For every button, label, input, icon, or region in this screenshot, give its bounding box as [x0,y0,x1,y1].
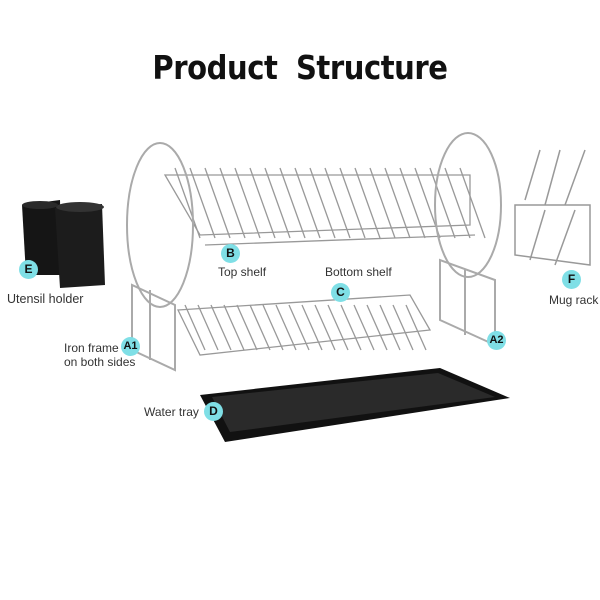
bottom-shelf-image [176,294,432,356]
label-utensil-holder: Utensil holder [7,292,84,306]
badge-e: E [19,260,38,279]
label-water-tray: Water tray [144,405,199,419]
label-mug-rack: Mug rack [549,293,599,307]
badge-c: C [331,283,350,302]
utensil-holder-image [22,200,105,288]
label-bottom-shelf: Bottom shelf [325,265,392,279]
label-top-shelf: Top shelf [218,265,267,279]
badge-a2: A2 [487,331,506,350]
badge-b: B [221,244,240,263]
side-frames-image [126,132,502,372]
badge-f: F [562,270,581,289]
label-iron-frame-line2: on both sides [64,355,136,369]
water-tray-image [200,368,510,442]
top-shelf-image [163,167,486,246]
label-iron-frame-line1: Iron frame [64,341,119,355]
badge-a1: A1 [121,337,140,356]
page-title: Product Structure [152,48,448,87]
badge-d: D [204,402,223,421]
mug-rack-image [514,149,591,266]
